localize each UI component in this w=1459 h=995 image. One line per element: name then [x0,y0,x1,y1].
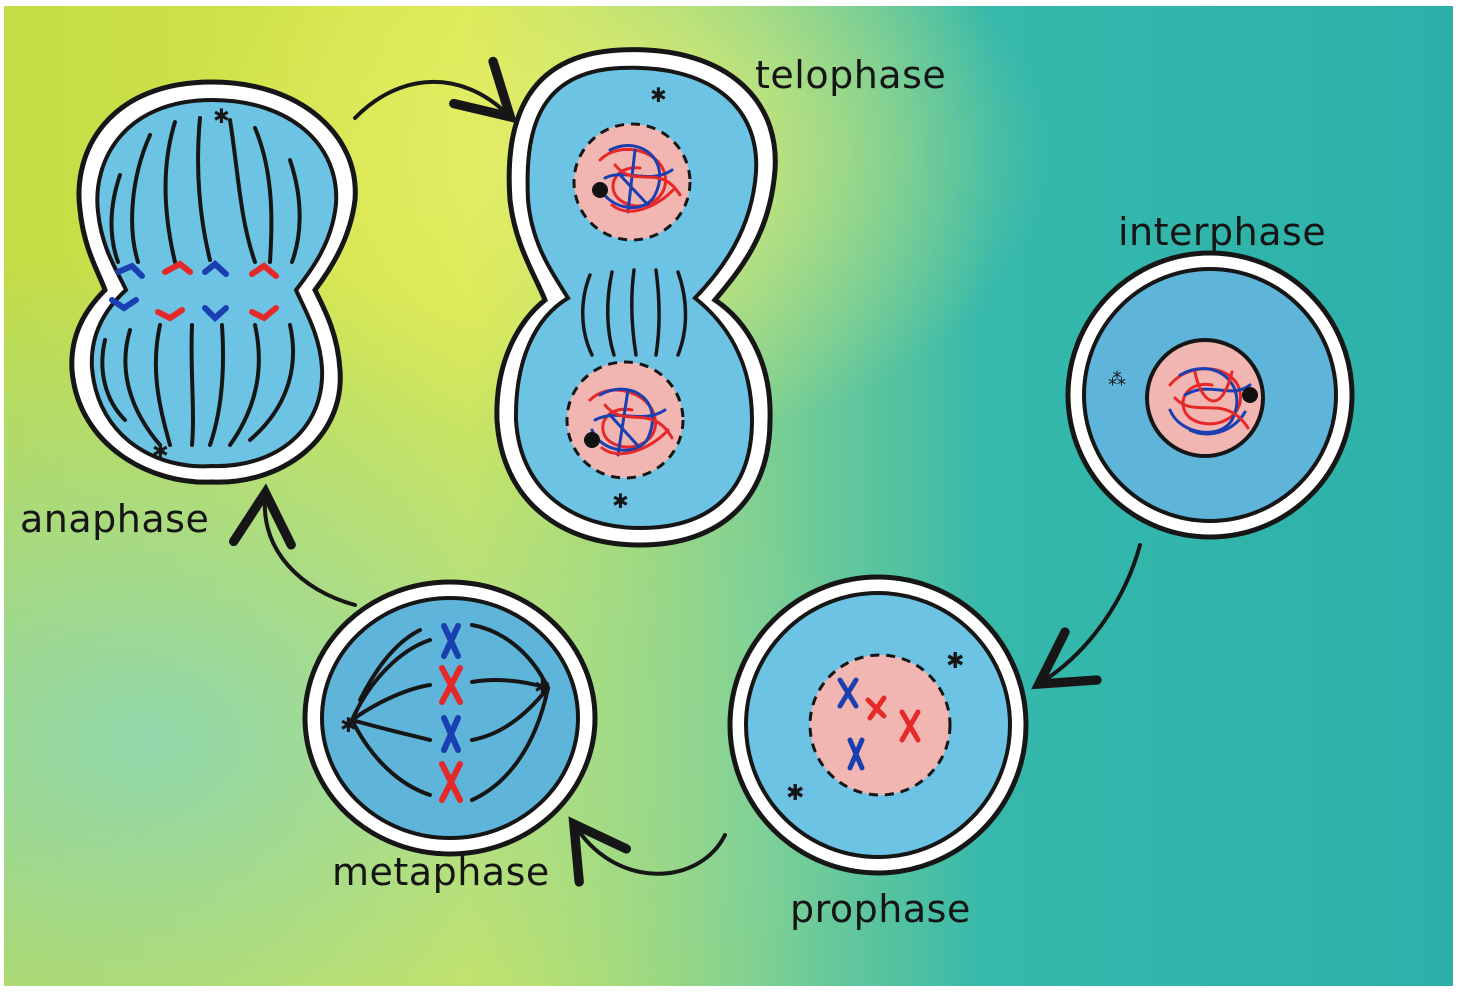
telophase-nucleus-bottom [565,360,685,480]
anaphase-spindle-fibers [100,116,302,447]
prophase-nucleus [808,653,952,797]
interphase-label: interphase [1118,210,1326,254]
anaphase-chromosomes [109,260,279,323]
nucleolus-icon [592,182,608,198]
telophase-chromatin-top [598,144,682,214]
nucleolus-icon [1242,387,1258,403]
telophase-chromatin-bottom [588,387,674,457]
telophase-spindle-remnants [581,268,688,357]
centrosome-icon: ✱ [213,104,230,128]
centrosome-icon: ✱ [612,489,629,513]
centrosome-icon: ✱ [152,439,169,463]
arrow-anaphase-to-telophase [353,56,518,124]
metaphase-chromosomes [439,623,463,803]
centrosome-icon: ⁂ [1108,369,1126,390]
arrow-interphase-to-prophase [1031,543,1142,690]
telophase-label: telophase [755,53,946,97]
arrow-metaphase-to-anaphase [229,483,357,607]
prophase-chromosomes [837,677,921,771]
interphase-chromatin [1168,367,1252,436]
centrosome-icon: ✱ [534,675,551,699]
centrosome-icon: ✱ [340,713,357,737]
prophase-label: prophase [790,887,971,931]
centrosome-icon: ✱ [786,781,804,806]
anaphase-cell: ✱ ✱ [69,79,358,485]
metaphase-spindle-fibers [350,623,550,802]
metaphase-label: metaphase [332,850,550,894]
prophase-cell: ✱ ✱ [727,574,1029,876]
anaphase-label: anaphase [20,497,209,541]
centrosome-icon: ✱ [946,649,964,674]
telophase-cell: ✱ ✱ [494,47,778,548]
metaphase-cell: ✱ ✱ [302,579,598,857]
centrosome-icon: ✱ [650,83,667,107]
cycle-arrows [229,56,1142,887]
interphase-cell: ⁂ [1065,250,1355,540]
arrow-prophase-to-metaphase [568,816,727,887]
nucleolus-icon [584,432,600,448]
